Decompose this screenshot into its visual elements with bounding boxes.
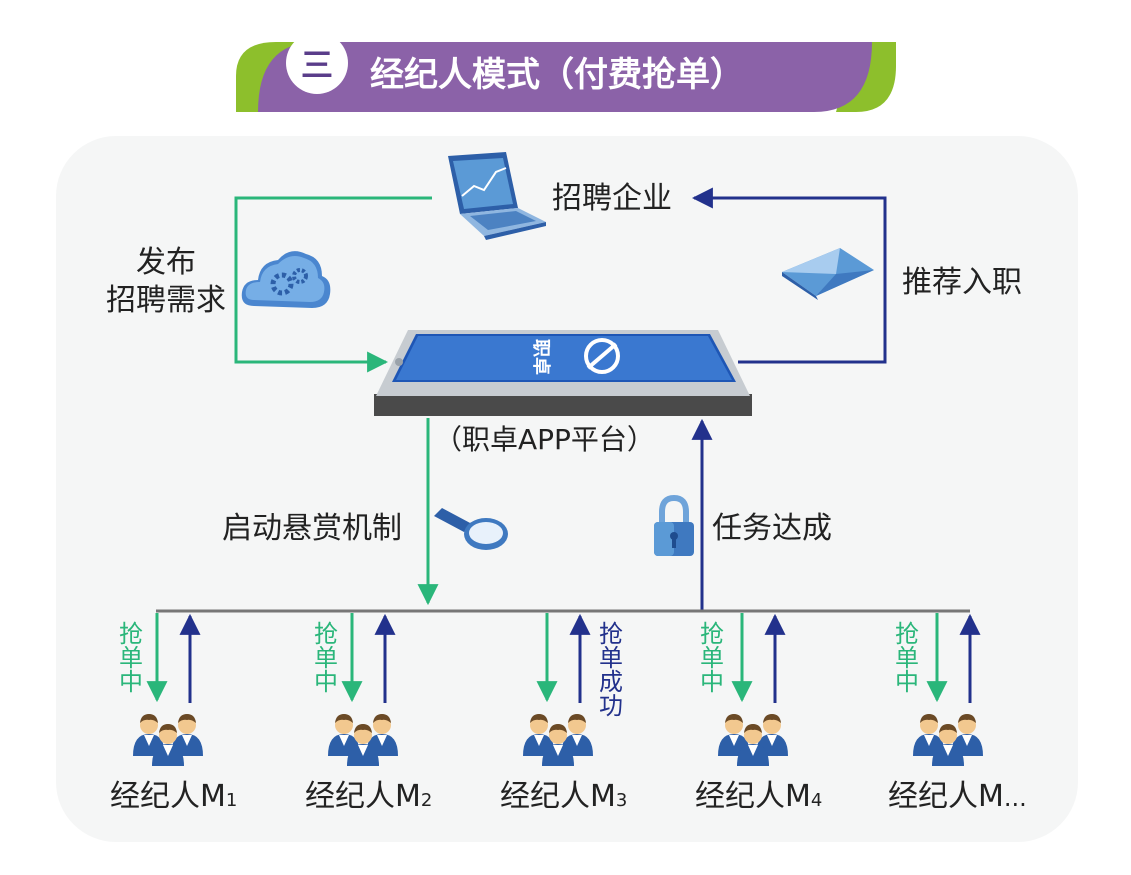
agent-name-2: 经纪人M2 — [305, 782, 432, 812]
agent-status-2: 抢单中 — [314, 620, 338, 696]
task-done-label: 任务达成 — [712, 511, 832, 546]
people-icon — [716, 708, 790, 772]
agent-name-text-3: 经纪人M — [500, 779, 616, 814]
platform-caption: （职卓APP平台） — [434, 423, 655, 456]
agent-name-1: 经纪人M1 — [110, 782, 237, 812]
envelope-icon — [778, 244, 878, 304]
agent-name-text-4: 经纪人M — [695, 779, 811, 814]
tablet-icon: 职卓 — [374, 322, 752, 422]
agent-name-5: 经纪人M... — [888, 782, 1027, 812]
lock-icon — [652, 494, 696, 564]
agent-sub-3: 3 — [615, 790, 628, 811]
publish-flow-line — [234, 196, 432, 373]
agent-sub-1: 1 — [225, 790, 238, 811]
recommend-label: 推荐入职 — [902, 265, 1022, 300]
agent-arrows — [146, 613, 981, 703]
diagram-panel — [56, 136, 1078, 842]
agent-sub-2: 2 — [420, 790, 433, 811]
publish-label-line1: 发布 — [136, 245, 196, 280]
people-icon — [326, 708, 400, 772]
agent-name-text-2: 经纪人M — [305, 779, 421, 814]
agent-name-text-1: 经纪人M — [110, 779, 226, 814]
publish-label-line2: 招聘需求 — [106, 283, 226, 318]
bounty-label: 启动悬赏机制 — [222, 511, 402, 546]
header-banner: 三 经纪人模式（付费抢单） — [236, 32, 896, 112]
agent-status-4: 抢单中 — [700, 620, 724, 696]
laptop-icon — [440, 150, 550, 246]
agent-status-3: 抢单成功 — [599, 620, 623, 720]
agent-name-4: 经纪人M4 — [695, 782, 822, 812]
agent-sub-5: ... — [1003, 784, 1027, 812]
agent-name-3: 经纪人M3 — [500, 782, 627, 812]
page-title: 经纪人模式（付费抢单） — [370, 55, 744, 95]
agent-status-1: 抢单中 — [119, 620, 143, 696]
company-label: 招聘企业 — [552, 181, 672, 216]
platform-logo-mark — [584, 338, 620, 374]
banner-shape — [236, 42, 896, 112]
magnifier-icon — [432, 504, 512, 560]
agent-sub-4: 4 — [810, 790, 823, 811]
cloud-gear-icon — [240, 244, 332, 318]
banner-number: 三 — [300, 46, 333, 84]
people-icon — [911, 708, 985, 772]
people-icon — [131, 708, 205, 772]
banner-number-badge: 三 — [286, 32, 348, 94]
people-icon — [521, 708, 595, 772]
agent-status-5: 抢单中 — [895, 620, 919, 696]
platform-logo-text: 职卓 — [530, 339, 551, 375]
recommend-flow-line — [691, 187, 887, 364]
agent-name-text-5: 经纪人M — [888, 779, 1004, 814]
